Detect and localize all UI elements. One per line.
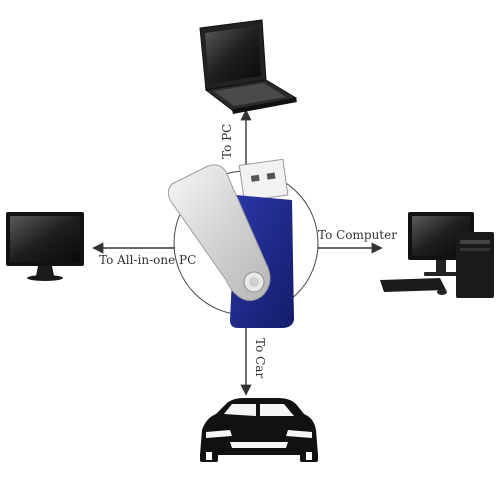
suv-car-icon: [200, 398, 318, 462]
label-to-pc: To PC: [220, 123, 234, 159]
usb-flash-drive-icon: [167, 158, 294, 328]
monitor-icon: [6, 212, 84, 281]
label-to-computer: To Computer: [318, 228, 397, 242]
desktop-computer-icon: [380, 212, 494, 298]
laptop-icon: [199, 19, 298, 114]
label-to-car: To Car: [253, 338, 267, 379]
label-to-all-in-one-pc: To All-in-one PC: [99, 253, 197, 267]
